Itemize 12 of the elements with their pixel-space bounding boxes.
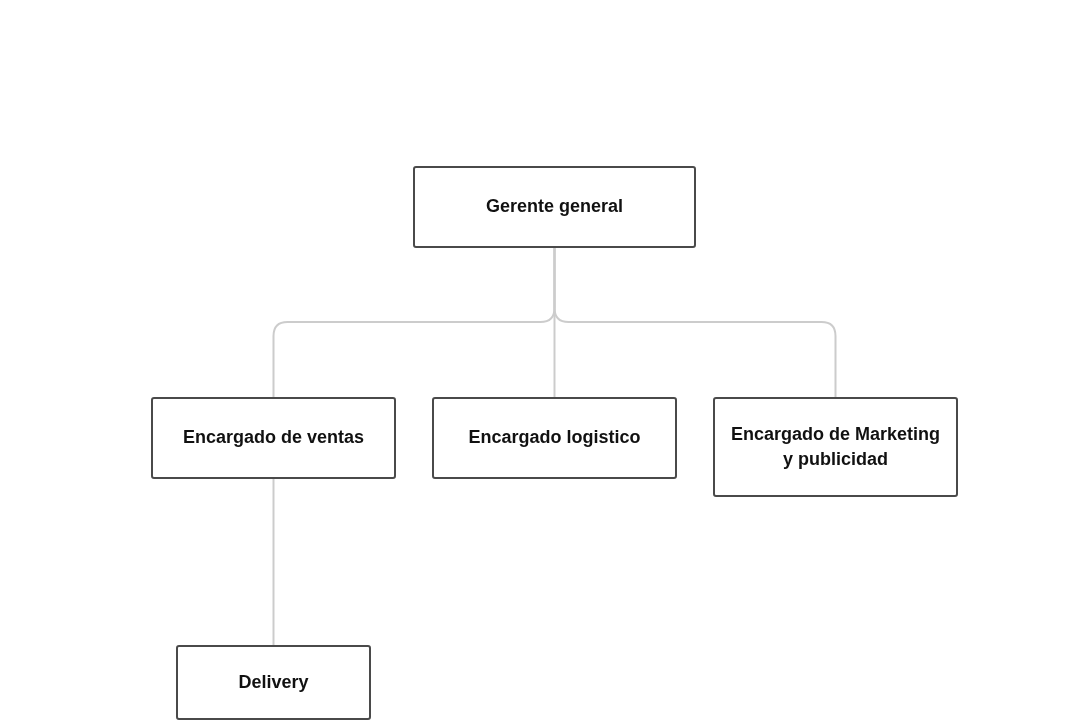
role-title: Delivery [238, 670, 309, 694]
role-box [151, 397, 396, 479]
role-title: Encargado de Marketing y publicidad [729, 422, 942, 471]
role-box [413, 166, 696, 248]
role-title: Gerente general [485, 195, 624, 219]
role-box [432, 397, 677, 479]
connector-line [553, 247, 837, 398]
role-title: Encargado de ventas [182, 426, 365, 450]
role-title: Encargado logistico [468, 426, 641, 450]
role-box [713, 397, 958, 497]
role-box [176, 645, 371, 720]
connector-line [272, 478, 275, 646]
